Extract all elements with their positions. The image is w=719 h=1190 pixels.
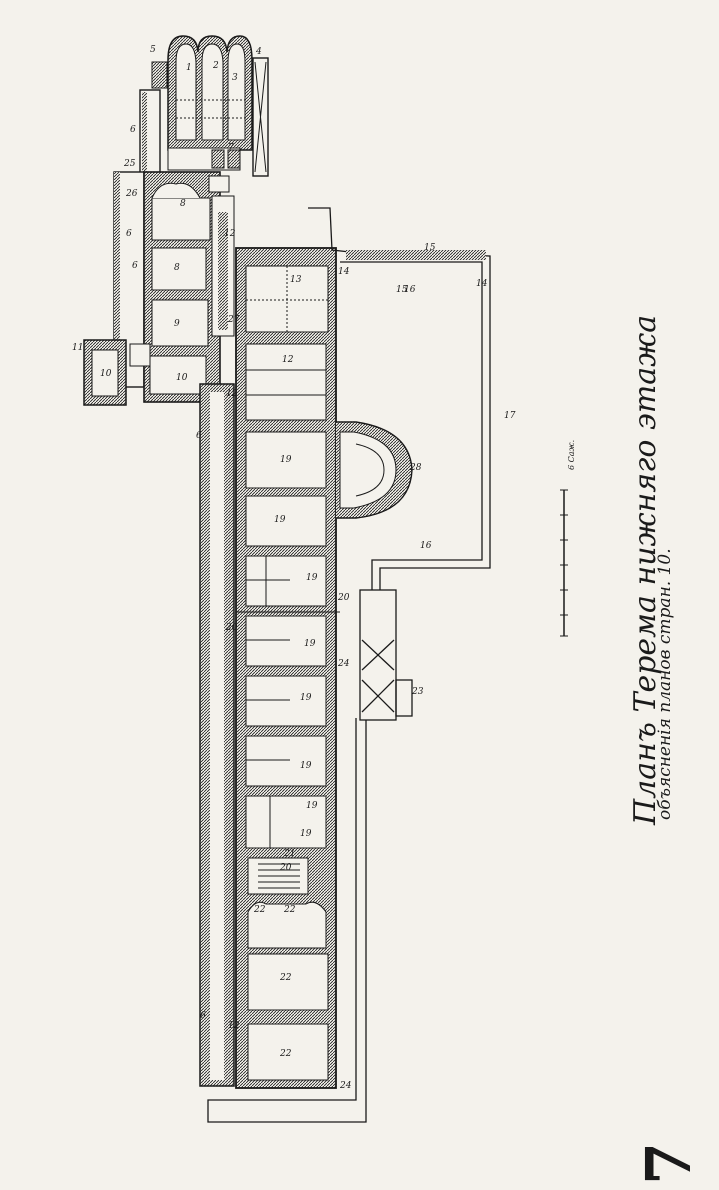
room-number: 12 (224, 229, 236, 239)
room-number: 16 (404, 285, 416, 295)
plan-subtitle: объясненiя планов стран. 10. (655, 548, 675, 820)
room-number: 28 (409, 463, 422, 473)
room-number: 1 (186, 63, 192, 73)
room-number: 19 (300, 761, 312, 771)
room-number: 12 (226, 389, 238, 399)
room-number: 19 (304, 639, 316, 649)
room-number: 6 (196, 431, 202, 441)
room-number: 19 (300, 693, 312, 703)
room-number: 19 (306, 573, 318, 583)
room-number: 4 (255, 47, 262, 57)
room-number: 9 (174, 319, 180, 329)
room-number: 2 (212, 61, 219, 71)
room-number: 22 (253, 905, 266, 915)
scale-label: 6 Саж. (567, 439, 576, 470)
room-number: 25 (123, 159, 136, 169)
sheet-number: 7 (632, 1147, 705, 1185)
room-number: 21 (283, 849, 295, 859)
room-number: 23 (411, 687, 424, 697)
room-number: 24 (339, 1081, 352, 1091)
room-number: 14 (476, 279, 488, 289)
courtyard-wall (346, 250, 486, 260)
room-number: 6 (130, 125, 136, 135)
room-number: 14 (338, 267, 350, 277)
room-number: 27 (227, 315, 240, 325)
room-number: 10 (100, 369, 112, 379)
room-number: 16 (420, 541, 432, 551)
room-number: 19 (300, 829, 312, 839)
room-number: 17 (504, 411, 516, 421)
room-number: 22 (283, 905, 296, 915)
room-number: 15 (396, 285, 408, 295)
scale-bar (560, 489, 568, 637)
room-number: 6 (132, 261, 138, 271)
room-number: 3 (232, 73, 238, 83)
main-building (199, 247, 340, 1089)
room-number: 8 (180, 199, 186, 209)
room-number: 5 (150, 45, 156, 55)
room-number: 22 (279, 1049, 292, 1059)
room-number: 7 (228, 143, 234, 153)
round-porch (336, 421, 413, 519)
room-number: 10 (176, 373, 188, 383)
room-number: 12 (228, 1021, 240, 1031)
room-number: 11 (72, 343, 83, 353)
room-number: 19 (306, 801, 318, 811)
room-number: 13 (290, 275, 302, 285)
room-number: 22 (279, 973, 292, 983)
room-number: 12 (282, 355, 294, 365)
room-number: 6 (126, 229, 132, 239)
courtyard-outline (207, 207, 491, 1123)
room-number: 20 (279, 863, 292, 873)
north-wing (83, 89, 235, 406)
church-block (151, 35, 269, 177)
room-number: 15 (424, 243, 436, 253)
room-number: 19 (274, 515, 286, 525)
room-number: 26 (125, 189, 138, 199)
room-number: 20 (337, 593, 350, 603)
room-number: 6 (200, 1011, 206, 1021)
room-number: 8 (174, 263, 180, 273)
room-number: 20 (225, 623, 238, 633)
room-number: 19 (280, 455, 292, 465)
room-number: 24 (337, 659, 350, 669)
